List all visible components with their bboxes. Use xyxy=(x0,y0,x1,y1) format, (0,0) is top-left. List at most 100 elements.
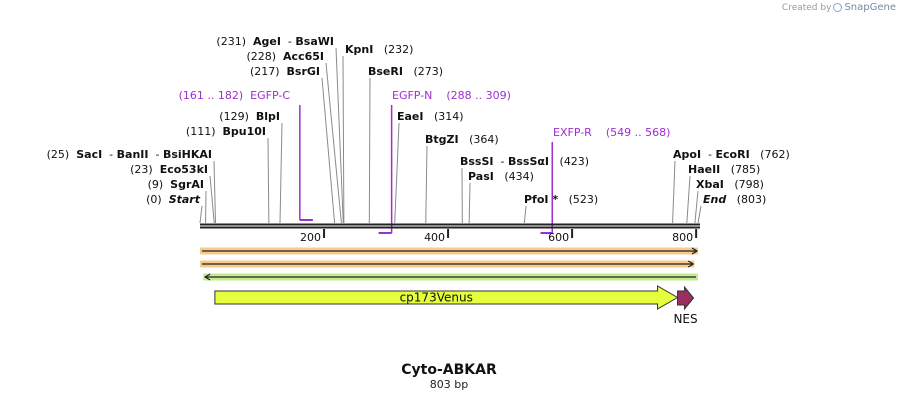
site-blpi: (129) BlpI xyxy=(219,110,283,224)
orf-arrowhead-1 xyxy=(691,247,699,255)
site-position-pasi: (434) xyxy=(494,170,534,183)
site-position-haeii: (785) xyxy=(720,163,760,176)
site-leader-acc65i xyxy=(325,62,342,224)
site-position-acc65i: (228) xyxy=(246,50,283,63)
primer-label-egfp-n: EGFP-N (288 .. 309) xyxy=(392,89,511,102)
credit-brand: SnapGene xyxy=(844,2,896,13)
site-position-eco53ki: (23) xyxy=(130,163,160,176)
site-kpni: KpnI (232) xyxy=(342,43,413,224)
site-label-bpu10i: (111) Bpu10I xyxy=(186,125,266,138)
site-label-pfoi: PfoI * (523) xyxy=(524,193,598,206)
site-label-eco53ki: (23) Eco53kI xyxy=(130,163,208,176)
site-leader-bpu10i xyxy=(267,137,270,224)
site-label-start: (0) Start xyxy=(146,193,201,206)
site-bpu10i: (111) Bpu10I xyxy=(186,125,270,224)
site-enzyme-kpni: KpnI xyxy=(345,43,373,56)
orf-arrowhead-2 xyxy=(687,260,695,268)
site-leader-bseri xyxy=(368,77,371,224)
site-enzyme-haeii: HaeII xyxy=(688,163,720,176)
site-label-agei: (231) AgeI - BsaWI xyxy=(216,35,334,48)
site-position-sgrai: (9) xyxy=(148,178,171,191)
site-bsrgi: (217) BsrGI xyxy=(250,65,336,224)
site-position-btgzi: (364) xyxy=(459,133,499,146)
site-label-blpi: (129) BlpI xyxy=(219,110,280,123)
primer-name-egfp-n: EGFP-N xyxy=(392,89,446,102)
site-enzyme-bpu10i: Bpu10I xyxy=(223,125,267,138)
site-position-bsrgi: (217) xyxy=(250,65,287,78)
site-label-bsssi: BssSI - BssSαI (423) xyxy=(460,155,589,168)
site-enzyme-btgzi: BtgZI xyxy=(425,133,459,146)
site-enzyme-end: End xyxy=(703,193,726,206)
site-sgrai: (9) SgrAI xyxy=(148,178,207,224)
site-enzyme-agei: AgeI xyxy=(253,35,281,48)
site-position-kpni: (232) xyxy=(373,43,413,56)
site-leader-kpni xyxy=(342,55,345,224)
site-bsssi: BssSI - BssSαI (423) xyxy=(460,155,589,224)
site-enzyme-blpi: BlpI xyxy=(256,110,280,123)
site-label-acc65i: (228) Acc65I xyxy=(246,50,324,63)
map-length: 803 bp xyxy=(430,378,468,391)
site-eaei: EaeI (314) xyxy=(394,110,464,224)
primer-bindings: (161 .. 182) EGFP-C EGFP-N (288 .. 309) EX… xyxy=(179,89,671,234)
feature-nes: NES xyxy=(673,285,698,326)
site-enzyme-bsss-i: BssSαI xyxy=(508,155,549,168)
site-leader-eco53ki xyxy=(209,175,215,224)
site-enzyme-acc65i: Acc65I xyxy=(283,50,324,63)
site-enzyme-banii: BanII xyxy=(117,148,149,161)
site-separator-saci-2: - xyxy=(148,148,162,161)
site-label-bseri: BseRI (273) xyxy=(368,65,443,78)
site-bseri: BseRI (273) xyxy=(368,65,443,224)
site-leader-haeii xyxy=(686,175,691,224)
primer-exfp-r: EXFP-R (549 .. 568) xyxy=(540,126,671,234)
site-enzyme-eaei: EaeI xyxy=(397,110,424,123)
site-separator-apoi-1: - xyxy=(701,148,715,161)
site-leader-pfoi xyxy=(523,205,527,224)
ruler-tick-label-400: 400 xyxy=(424,231,445,244)
site-position-bseri: (273) xyxy=(403,65,443,78)
primer-label-egfp-c: (161 .. 182) EGFP-C xyxy=(179,89,291,102)
map-title: Cyto-ABKAR xyxy=(401,362,497,378)
orf-arrowhead-3 xyxy=(203,273,211,281)
credit-prefix: Created by xyxy=(781,2,832,13)
site-eco53ki: (23) Eco53kI xyxy=(130,163,215,224)
site-label-apoi: ApoI - EcoRI (762) xyxy=(673,148,790,161)
site-position-bsssi: (423) xyxy=(549,155,589,168)
site-separator-saci-1: - xyxy=(102,148,116,161)
site-position-pfoi: (523) xyxy=(558,193,598,206)
site-haeii: HaeII (785) xyxy=(686,163,760,224)
snapgene-credit: Created by SnapGene xyxy=(782,2,896,13)
primer-name-exfp-r: EXFP-R xyxy=(553,126,606,139)
snapgene-logo-icon xyxy=(833,3,843,12)
orf-3 xyxy=(203,273,698,281)
site-enzyme-pasi: PasI xyxy=(468,170,494,183)
site-label-sgrai: (9) SgrAI xyxy=(148,178,204,191)
orf-1 xyxy=(200,247,699,255)
site-label-bsrgi: (217) BsrGI xyxy=(250,65,320,78)
site-position-agei: (231) xyxy=(216,35,253,48)
site-leader-end xyxy=(697,205,702,224)
orf-2 xyxy=(200,260,695,268)
site-leader-apoi xyxy=(672,160,676,224)
site-enzyme-bsrgi: BsrGI xyxy=(287,65,320,78)
primer-name-egfp-c: EGFP-C xyxy=(250,89,290,102)
site-position-xbai: (798) xyxy=(724,178,764,191)
site-label-btgzi: BtgZI (364) xyxy=(425,133,499,146)
feature-cp173venus: cp173Venus xyxy=(214,285,679,310)
site-saci: (25) SacI - BanII - BsiHKAI xyxy=(47,148,217,224)
site-acc65i: (228) Acc65I xyxy=(246,50,342,224)
site-pasi: PasI (434) xyxy=(468,170,534,224)
feature-arrow-nes xyxy=(677,285,695,311)
site-position-end: (803) xyxy=(726,193,766,206)
site-enzyme-eco53ki: Eco53kI xyxy=(160,163,208,176)
primer-range-exfp-r: (549 .. 568) xyxy=(606,126,671,139)
site-enzyme-ecori: EcoRI xyxy=(716,148,750,161)
site-enzyme-sgrai: SgrAI xyxy=(170,178,204,191)
primer-range-egfp-c: (161 .. 182) xyxy=(179,89,251,102)
primer-egfp-n: EGFP-N (288 .. 309) xyxy=(378,89,511,234)
site-leader-xbai xyxy=(694,190,699,224)
site-enzyme-start: Start xyxy=(169,193,201,206)
site-enzyme-apoi: ApoI xyxy=(673,148,701,161)
site-leader-saci xyxy=(213,160,217,224)
